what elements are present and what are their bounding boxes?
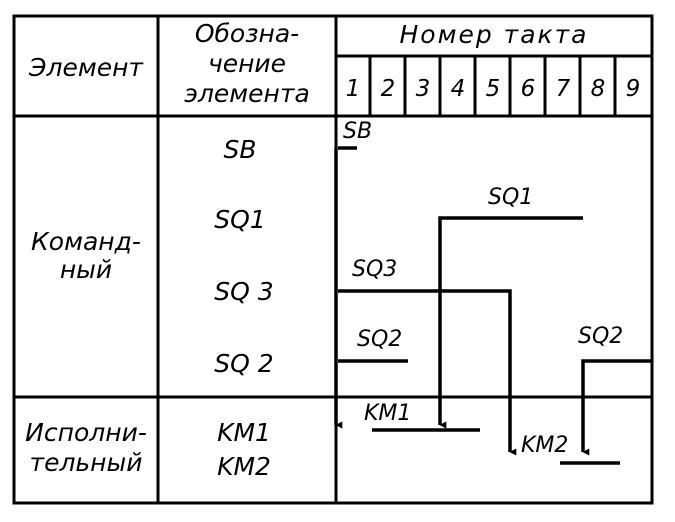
- element-sb: SB: [223, 135, 256, 164]
- sq3-to-km2-arrow: [338, 289, 517, 456]
- header-step-number: Номер такта: [399, 20, 588, 49]
- step-5: 5: [486, 76, 501, 102]
- signal-label-km2: KM2: [521, 433, 568, 458]
- header-designation-line-3: элемента: [184, 79, 310, 108]
- step-8: 8: [591, 76, 606, 102]
- header-designation-line-1: Обозна-: [195, 19, 299, 48]
- element-sq2: SQ 2: [214, 349, 273, 378]
- step-3: 3: [416, 76, 431, 102]
- step-9: 9: [626, 76, 641, 102]
- table-border: [12, 14, 654, 505]
- header-element: Элемент: [28, 53, 144, 82]
- signal-label-sq1: SQ1: [488, 185, 533, 210]
- signal-label-km1: KM1: [364, 401, 411, 426]
- element-km1: KM1: [217, 418, 271, 447]
- sq2-to-km2-arrow: [581, 359, 652, 456]
- signal-label-sb: SB: [343, 119, 372, 144]
- signal-label-sq3: SQ3: [352, 257, 397, 282]
- table-grid: [12, 14, 654, 505]
- step-1: 1: [346, 76, 361, 102]
- row-label-command-line-2: ный: [60, 255, 112, 284]
- element-sq3: SQ 3: [214, 277, 273, 306]
- element-km2: KM2: [217, 452, 271, 481]
- signal-label-sq2-second: SQ2: [578, 324, 623, 349]
- step-numbers: 1 2 3 4 5 6 7 8 9: [346, 76, 641, 102]
- row-label-command-line-1: Команд-: [31, 227, 141, 256]
- step-7: 7: [556, 76, 571, 102]
- signal-label-sq2-first: SQ2: [357, 327, 402, 352]
- row-label-executive-line-1: Исполни-: [25, 418, 147, 447]
- sq1-to-km1-arrow: [438, 216, 583, 429]
- step-6: 6: [521, 76, 536, 102]
- element-sq1: SQ1: [214, 205, 265, 234]
- step-2: 2: [381, 76, 396, 102]
- signal-lines: [334, 146, 652, 465]
- row-label-executive-line-2: тельный: [30, 448, 143, 477]
- header-designation-line-2: чение: [208, 49, 286, 78]
- step-4: 4: [451, 76, 466, 102]
- step-dividers: [368, 56, 617, 116]
